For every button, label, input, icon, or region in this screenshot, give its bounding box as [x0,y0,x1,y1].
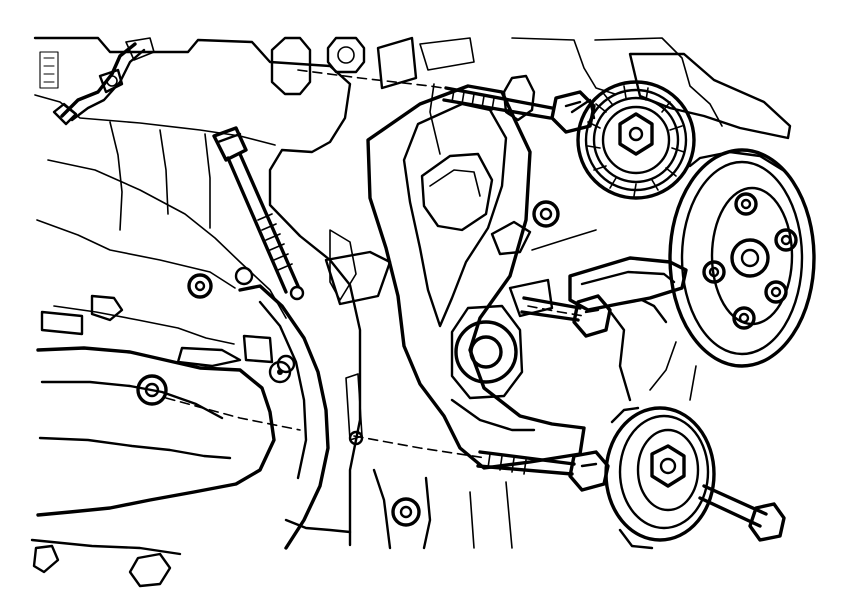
front-cover [238,229,513,550]
coolant-hose [52,37,155,126]
bolt [212,126,305,301]
stud [297,69,612,492]
pulley [570,80,696,200]
accessory-bracket [366,74,597,470]
idler-pulley [604,406,786,550]
fasteners [32,266,296,588]
engine-block [33,36,792,547]
damper [568,148,816,402]
exhaust-manifold [30,294,301,556]
